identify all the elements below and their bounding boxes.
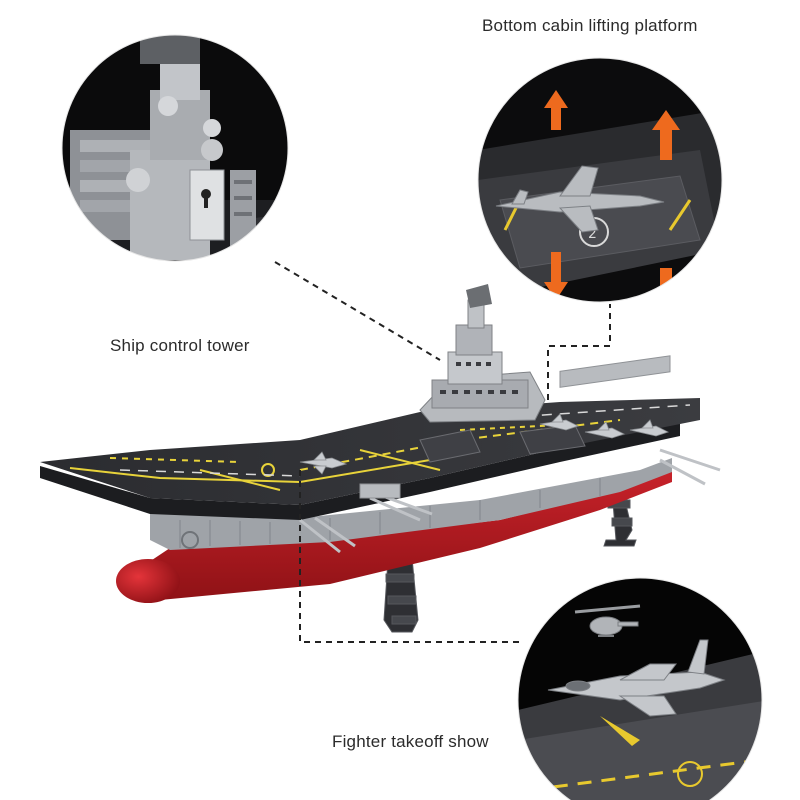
fighter-takeoff-detail: [518, 578, 762, 800]
svg-text:2: 2: [588, 226, 597, 242]
deck-aircraft: [299, 413, 670, 475]
up-arrow-icon: [544, 90, 680, 160]
leader-lines: [274, 261, 611, 643]
island-tower: [419, 284, 546, 423]
aircraft-carrier-model: [40, 284, 721, 633]
lifting-platform-label: Bottom cabin lifting platform: [482, 16, 698, 35]
display-stand-front: [383, 557, 419, 633]
control-tower-label: Ship control tower: [110, 336, 250, 355]
lifting-platform-detail: 2: [478, 58, 722, 302]
fighter-jet-icon: [547, 639, 726, 717]
deck-edge: [40, 422, 680, 520]
fighter-jet-icon: [495, 165, 665, 233]
hull-side-grey: [150, 458, 672, 550]
fighter-takeoff-label: Fighter takeoff show: [332, 732, 489, 751]
bulbous-bow: [116, 559, 180, 603]
control-tower-detail: [62, 35, 288, 261]
hull-red: [140, 470, 672, 600]
helicopter-icon: [574, 604, 641, 637]
